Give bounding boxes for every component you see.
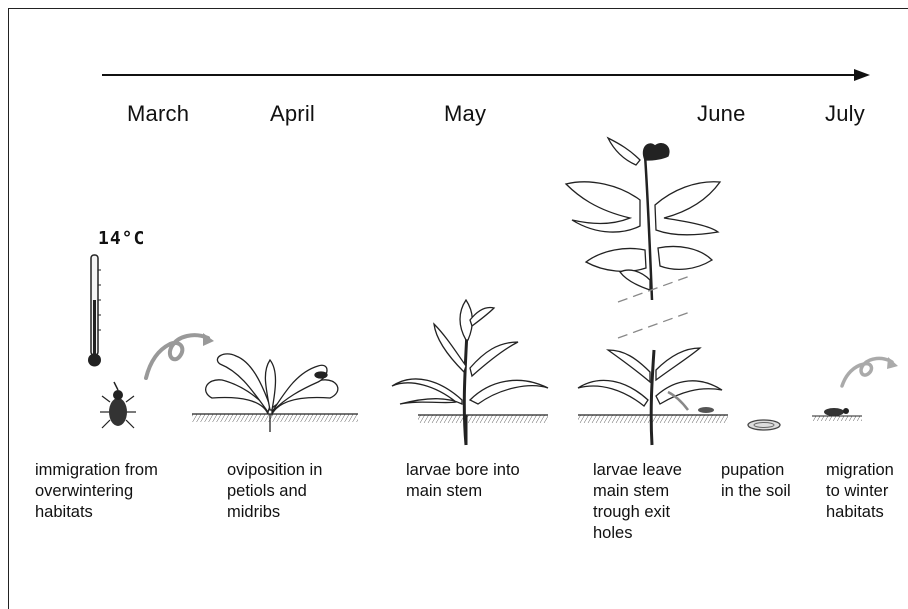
flowering-rapeseed-icon bbox=[566, 138, 720, 338]
weevil-icon bbox=[100, 382, 136, 428]
adult-weevil-icon bbox=[812, 408, 862, 421]
rapeseed-seedling-icon bbox=[192, 354, 358, 432]
flight-path-icon bbox=[842, 357, 898, 386]
month-label: May bbox=[444, 101, 486, 127]
stage-caption: pupation in the soil bbox=[721, 460, 791, 502]
rapeseed-plant-icon bbox=[392, 300, 548, 445]
stage-caption: larvae leave main stem trough exit holes bbox=[593, 460, 682, 544]
flight-path-icon bbox=[146, 333, 214, 378]
stage-caption: immigration from overwintering habitats bbox=[35, 460, 158, 523]
stage-caption: migration to winter habitats bbox=[826, 460, 894, 523]
pupa-icon bbox=[748, 420, 780, 430]
thermometer-icon bbox=[88, 255, 101, 367]
month-label: July bbox=[825, 101, 865, 127]
month-label: June bbox=[697, 101, 746, 127]
damaged-stem-icon bbox=[578, 348, 728, 445]
timeline-arrow bbox=[102, 69, 870, 81]
stage-caption: oviposition in petiols and midribs bbox=[227, 460, 322, 523]
month-label: April bbox=[270, 101, 315, 127]
stage-caption: larvae bore into main stem bbox=[406, 460, 520, 502]
month-label: March bbox=[127, 101, 189, 127]
temperature-label: 14°C bbox=[98, 228, 145, 249]
